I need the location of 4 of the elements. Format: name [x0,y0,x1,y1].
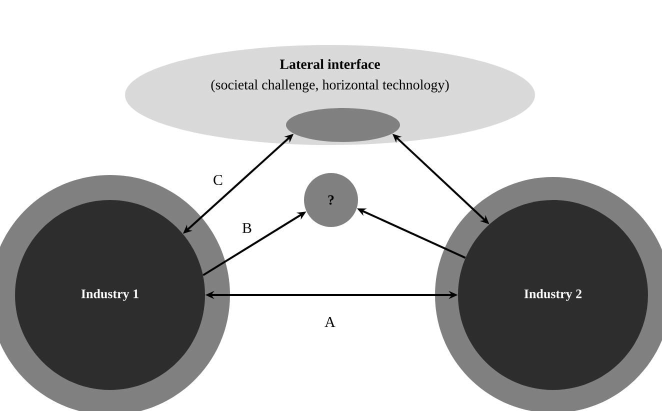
edge-label: C [212,174,224,186]
edge-label: A [324,316,336,328]
inner-ellipse [286,108,400,142]
edge-label: B [241,222,253,234]
